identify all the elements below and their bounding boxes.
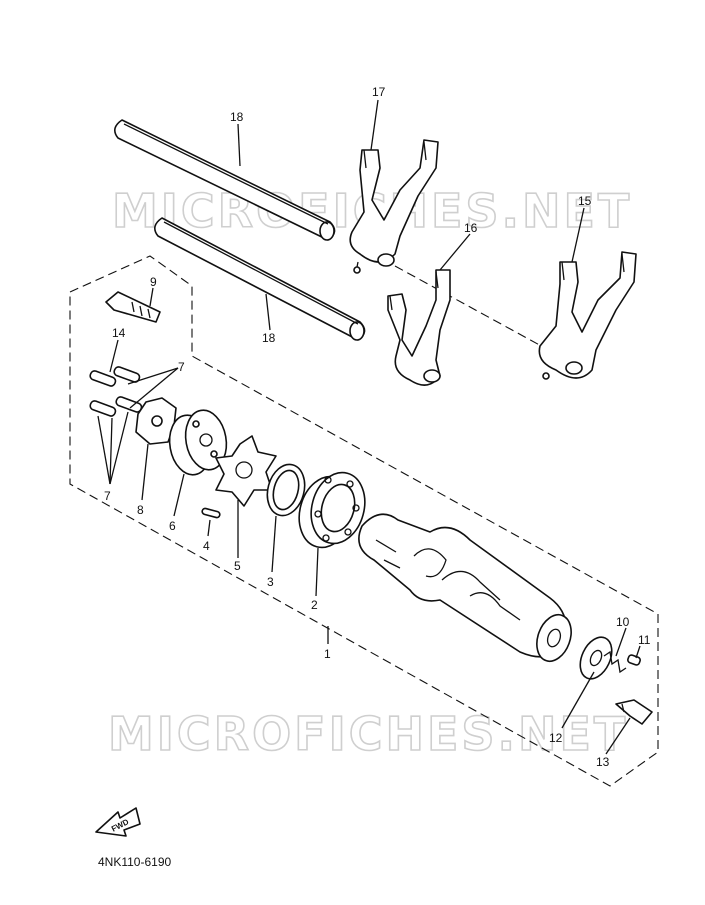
callout-7-lower: 7 xyxy=(104,489,111,503)
callout-5: 5 xyxy=(234,559,241,573)
pin-4 xyxy=(201,507,221,519)
callout-16: 16 xyxy=(464,221,478,235)
callout-12: 12 xyxy=(549,731,563,745)
leader-lines xyxy=(97,99,641,755)
callout-6: 6 xyxy=(169,519,176,533)
forward-arrow: FWD xyxy=(95,807,141,837)
callout-17: 17 xyxy=(372,85,386,99)
callout-9: 9 xyxy=(150,275,157,289)
callout-3: 3 xyxy=(267,575,274,589)
callout-10: 10 xyxy=(616,615,630,629)
drawing-code: 4NK110-6190 xyxy=(98,855,171,869)
fork-axis-line xyxy=(394,265,546,349)
bearing-2 xyxy=(298,471,366,549)
pin-11 xyxy=(627,654,641,666)
segment-8 xyxy=(135,397,177,445)
assembly-boundary xyxy=(69,255,659,787)
stopper-6 xyxy=(168,409,228,476)
shift-fork-15 xyxy=(538,251,637,380)
shift-drum-1 xyxy=(358,513,572,663)
star-cam-5 xyxy=(215,435,277,507)
callout-18-upper: 18 xyxy=(230,110,244,124)
callout-7-upper: 7 xyxy=(178,360,185,374)
watermark-bottom: MICROFICHES.NET xyxy=(108,707,628,761)
callout-2: 2 xyxy=(311,598,318,612)
shift-fork-17 xyxy=(349,139,439,274)
screw-13 xyxy=(615,699,653,725)
shift-fork-16 xyxy=(387,269,451,386)
shift-fork-shaft-lower xyxy=(154,217,366,341)
callout-13: 13 xyxy=(596,755,610,769)
callout-15: 15 xyxy=(578,194,592,208)
shift-fork-shaft-upper xyxy=(114,119,336,241)
callout-4: 4 xyxy=(203,539,210,553)
callout-11: 11 xyxy=(638,633,651,647)
circlip-3 xyxy=(266,463,306,517)
spring-10 xyxy=(603,650,627,674)
callout-18-lower: 18 xyxy=(262,331,276,345)
screw-9 xyxy=(105,291,161,323)
callout-1: 1 xyxy=(324,647,331,661)
dowel-pins xyxy=(89,366,143,417)
callout-8: 8 xyxy=(137,503,144,517)
callout-14: 14 xyxy=(112,326,126,340)
washer-12 xyxy=(579,636,613,680)
